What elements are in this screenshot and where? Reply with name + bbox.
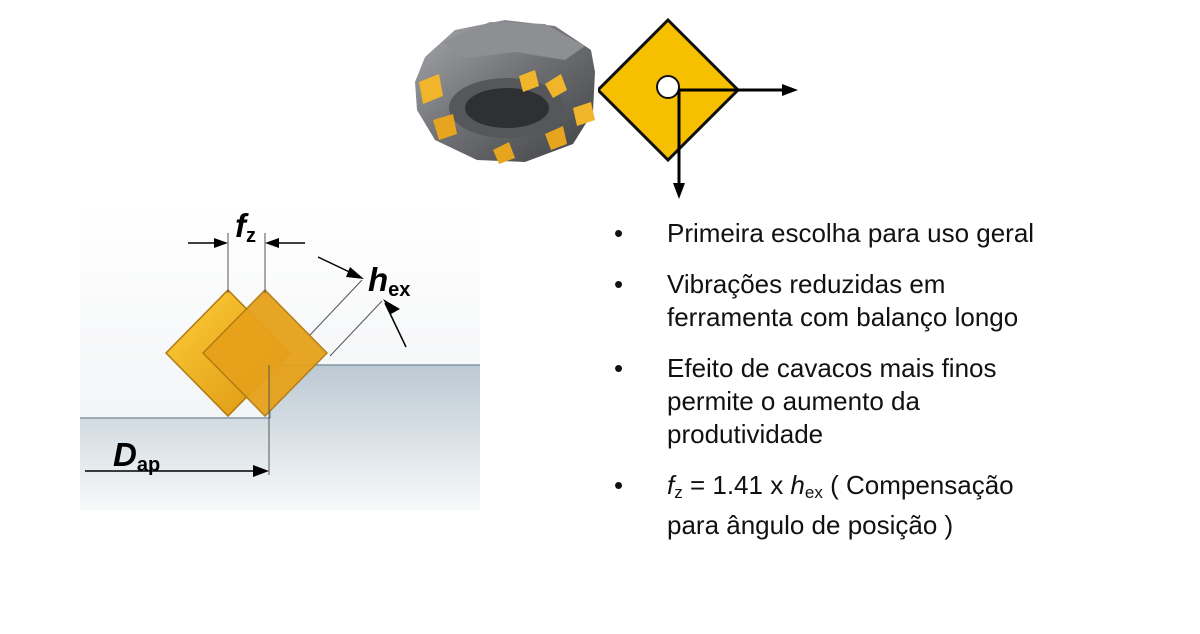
hex-label: hex	[368, 261, 411, 301]
formula-item: • fz = 1.41 x hex ( Compensação para âng…	[614, 469, 1184, 542]
list-item-line: Efeito de cavacos mais finos	[667, 353, 997, 383]
milling-cutter-image	[415, 20, 595, 164]
dap-label: Dap	[113, 436, 161, 476]
list-item-line: ferramenta com balanço longo	[667, 302, 1019, 332]
bullet-marker: •	[614, 218, 624, 248]
list-item-line: produtividade	[667, 419, 824, 449]
bullet-marker: •	[614, 269, 624, 299]
list-item: • Efeito de cavacos mais finos permite o…	[614, 352, 1184, 451]
formula-line: fz = 1.41 x hex ( Compensação	[667, 470, 1014, 502]
feature-list: • Primeira escolha para uso geral • Vibr…	[614, 217, 1184, 560]
list-item: • Primeira escolha para uso geral	[614, 217, 1184, 250]
fz-label: fz	[235, 207, 256, 247]
cutting-geometry-diagram	[80, 205, 480, 510]
square-insert-diagram	[598, 17, 798, 199]
list-item-line: Vibrações reduzidas em	[667, 269, 946, 299]
formula-line-2: para ângulo de posição )	[667, 510, 954, 540]
bullet-marker: •	[614, 470, 624, 500]
list-item-line: permite o aumento da	[667, 386, 920, 416]
list-item: • Vibrações reduzidas em ferramenta com …	[614, 268, 1184, 334]
list-item-line: Primeira escolha para uso geral	[667, 218, 1035, 248]
bullet-marker: •	[614, 353, 624, 383]
